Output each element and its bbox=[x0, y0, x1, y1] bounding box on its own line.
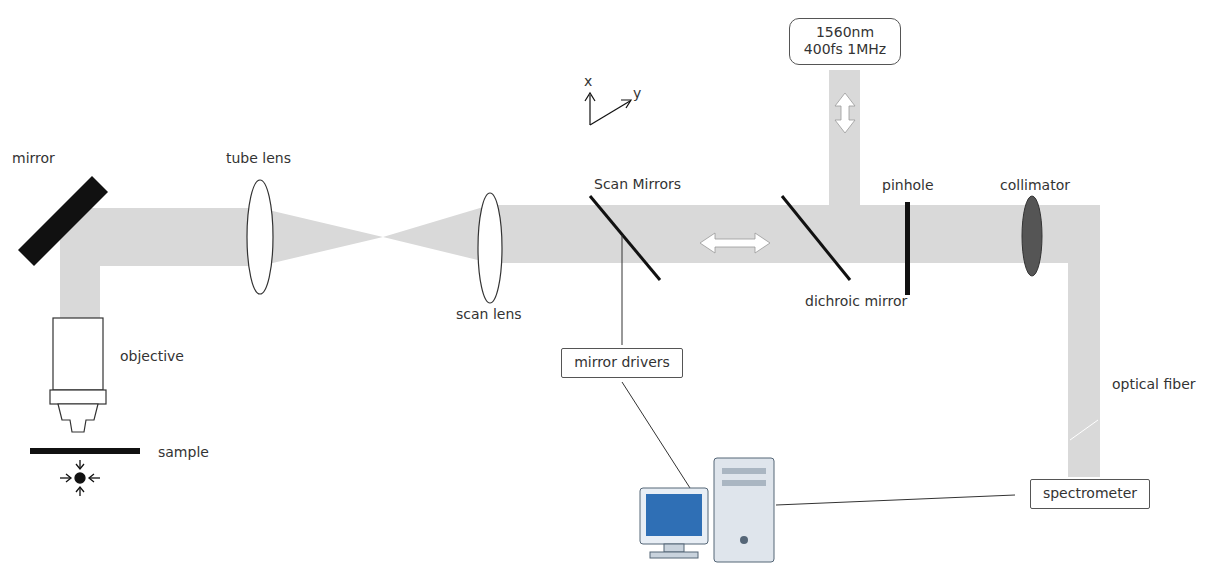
dichroic-mirror bbox=[782, 196, 850, 280]
box-label: spectrometer bbox=[1043, 485, 1137, 503]
computer-icon bbox=[640, 458, 774, 562]
part-label: pinhole bbox=[882, 177, 934, 194]
laser-source-box: 1560nm 400fs 1MHz bbox=[789, 18, 901, 65]
device-box: mirror drivers bbox=[561, 348, 683, 378]
axis-arrows bbox=[585, 93, 631, 125]
part-label: collimator bbox=[1000, 177, 1070, 194]
sample-slide bbox=[30, 448, 140, 454]
part-label: objective bbox=[120, 348, 184, 365]
beam-cone bbox=[383, 205, 490, 263]
part-label: mirror bbox=[12, 150, 55, 167]
bidirectional-arrow bbox=[700, 233, 770, 253]
fold-mirror bbox=[18, 176, 108, 266]
beam-cone bbox=[260, 208, 383, 266]
signal-wire bbox=[776, 495, 1015, 505]
objective-lens bbox=[50, 318, 106, 432]
scan-lens bbox=[478, 193, 502, 303]
fiber-highlight bbox=[1070, 420, 1098, 440]
part-label: optical fiber bbox=[1112, 376, 1196, 393]
part-label: tube lens bbox=[226, 150, 291, 167]
pinhole-plate bbox=[905, 202, 910, 295]
scan-mirror bbox=[590, 196, 660, 280]
part-label: y bbox=[633, 85, 641, 102]
bidirectional-arrow bbox=[835, 93, 855, 133]
tube-lens bbox=[247, 180, 273, 294]
box-label: mirror drivers bbox=[574, 354, 670, 372]
part-label: dichroic mirror bbox=[805, 293, 907, 310]
collimator-lens bbox=[1022, 196, 1042, 276]
box-label: 1560nm 400fs 1MHz bbox=[802, 24, 888, 59]
part-label: scan lens bbox=[456, 306, 522, 323]
device-box: spectrometer bbox=[1030, 479, 1150, 509]
part-label: Scan Mirrors bbox=[594, 176, 681, 193]
focus-arrows bbox=[60, 460, 100, 496]
drive-wire bbox=[622, 235, 623, 345]
signal-wire bbox=[622, 382, 690, 488]
part-label: sample bbox=[158, 444, 209, 461]
laser-beam bbox=[60, 70, 1100, 477]
part-label: x bbox=[584, 73, 592, 90]
beam-down bbox=[60, 230, 100, 322]
optical-fiber-beam bbox=[1068, 205, 1100, 477]
